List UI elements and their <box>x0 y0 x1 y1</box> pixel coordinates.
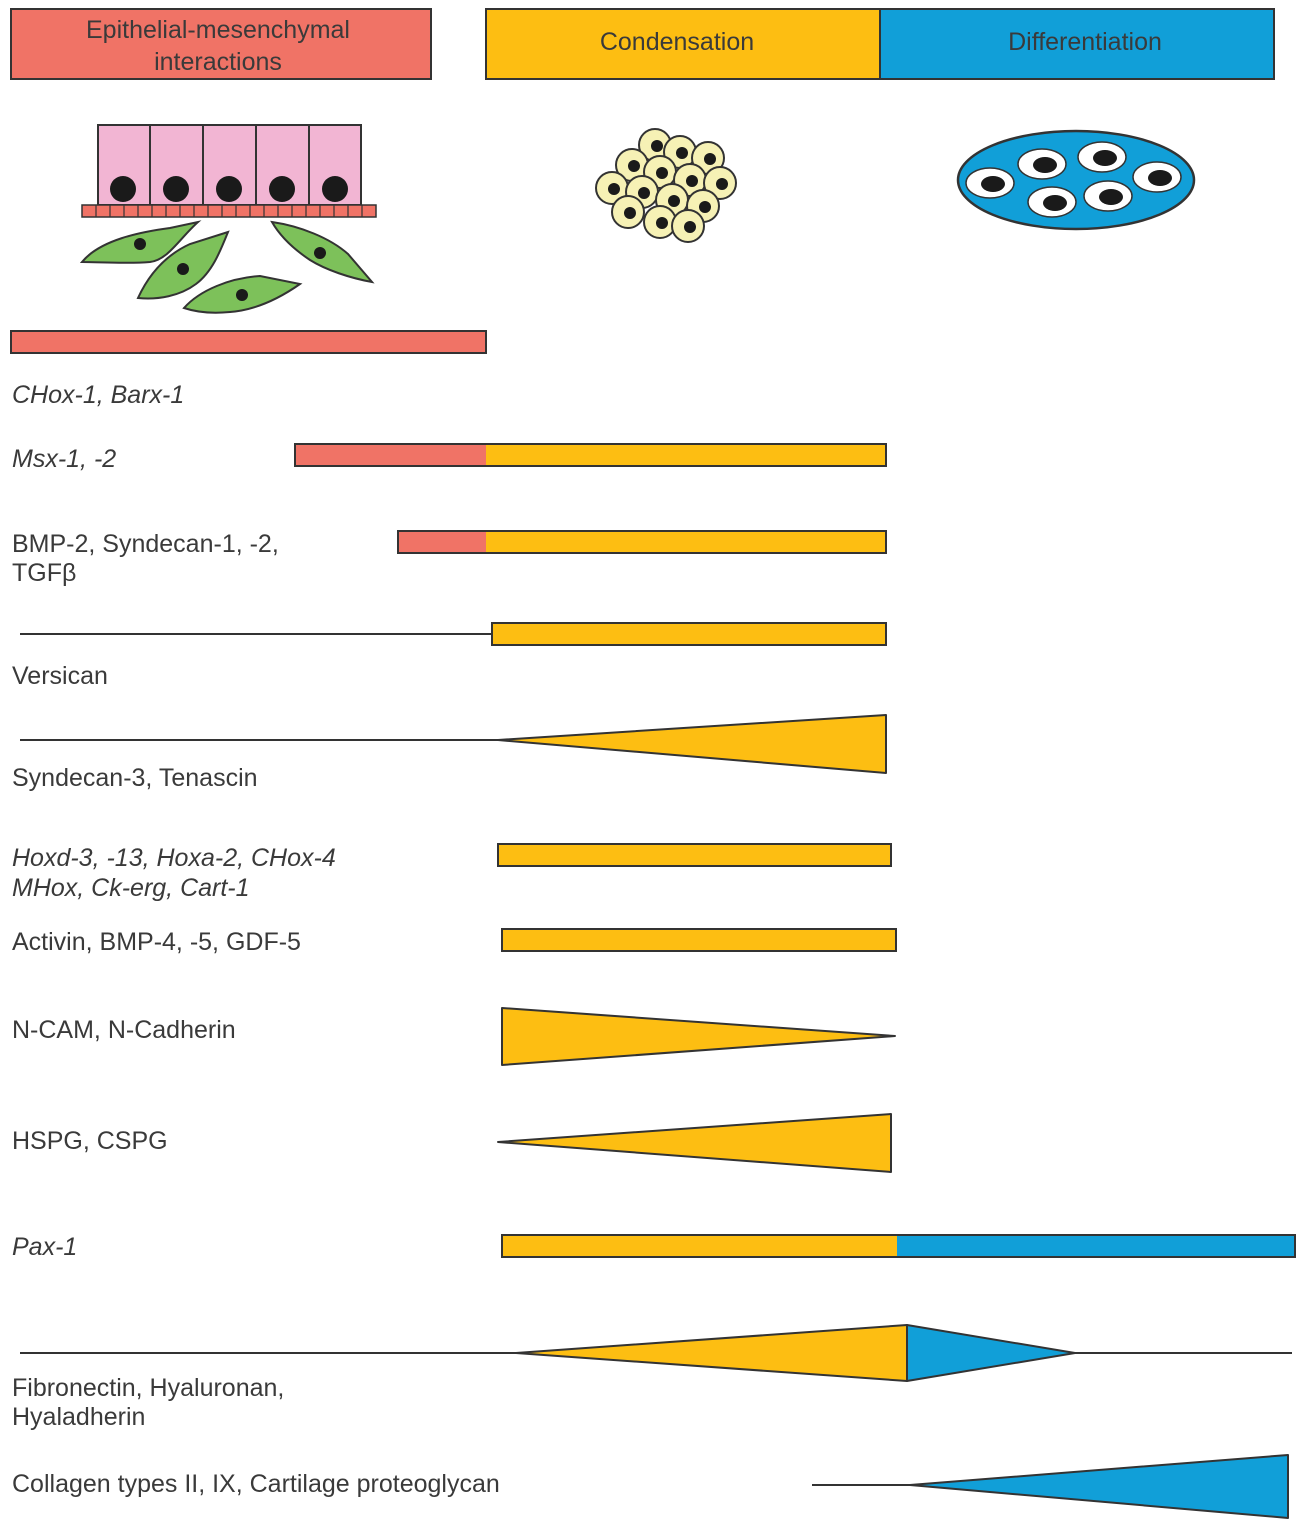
mesenchymal-cells <box>79 220 375 314</box>
expression-wedge <box>497 1113 892 1173</box>
gene-row-hox: Hoxd-3, -13, Hoxa-2, CHox-4 MHox, Ck-erg… <box>12 843 892 902</box>
expression-bar <box>501 928 897 952</box>
expression-wedge <box>909 1454 1289 1519</box>
gene-row-hspg: HSPG, CSPG <box>12 1113 892 1173</box>
differentiated-chondrocytes-icon <box>956 129 1196 231</box>
gene-label-line2: TGFβ <box>12 559 76 587</box>
expression-bar-epithelial <box>398 531 486 553</box>
basement-membrane <box>81 204 377 218</box>
phase-bar-differentiation <box>879 8 1275 80</box>
gene-row-syndecan3: Syndecan-3, Tenascin <box>12 714 887 792</box>
condensed-cell-cluster-icon <box>595 128 737 243</box>
phase-label-differentiation: Differentiation <box>1008 28 1162 56</box>
gene-label: HSPG, CSPG <box>12 1127 168 1155</box>
gene-label-line1: BMP-2, Syndecan-1, -2, <box>12 530 279 558</box>
epithelial-mesenchymal-cells-icon <box>79 124 377 314</box>
epithelial-cell-row <box>97 124 362 206</box>
gene-row-chox1: CHox-1, Barx-1 <box>10 330 487 409</box>
gene-label: Versican <box>12 662 108 690</box>
gene-label: Activin, BMP-4, -5, GDF-5 <box>12 928 301 956</box>
gene-row-bmp2: BMP-2, Syndecan-1, -2, TGFβ <box>12 530 887 587</box>
phase-bar-epithelial <box>10 8 432 80</box>
expression-bar <box>491 622 887 646</box>
expression-bar-condensation <box>486 531 886 553</box>
gene-label-line2: Hyaladherin <box>12 1403 145 1431</box>
phase-label-epithelial-line1: Epithelial-mesenchymal <box>86 16 350 44</box>
gene-row-versican: Versican <box>12 622 887 690</box>
gene-label: Collagen types II, IX, Cartilage proteog… <box>12 1470 500 1498</box>
gene-label: CHox-1, Barx-1 <box>12 381 184 409</box>
expression-wedge-condensation <box>515 1324 908 1382</box>
expression-bar <box>497 843 892 867</box>
expression-bar-condensation <box>502 1235 897 1257</box>
expression-bar-epithelial <box>295 444 486 466</box>
gene-label-line1: Fibronectin, Hyaluronan, <box>12 1374 284 1402</box>
expression-wedge <box>497 714 887 774</box>
gene-row-msx: Msx-1, -2 <box>12 443 887 473</box>
gene-row-ncam: N-CAM, N-Cadherin <box>12 1007 896 1066</box>
gene-row-collagen: Collagen types II, IX, Cartilage proteog… <box>12 1454 1289 1519</box>
phase-bar-condensation <box>485 8 881 80</box>
gene-label: Syndecan-3, Tenascin <box>12 764 258 792</box>
gene-label-line1: Hoxd-3, -13, Hoxa-2, CHox-4 <box>12 844 336 872</box>
expression-bar-condensation <box>486 444 886 466</box>
expression-wedge-differentiation <box>906 1324 1076 1382</box>
phase-label-epithelial-line2: interactions <box>154 48 282 76</box>
gene-label: N-CAM, N-Cadherin <box>12 1016 236 1044</box>
gene-row-fibronectin: Fibronectin, Hyaluronan, Hyaladherin <box>12 1324 1292 1431</box>
phase-header: Epithelial-mesenchymal interactions Cond… <box>10 8 1275 80</box>
gene-row-pax1: Pax-1 <box>12 1233 1296 1261</box>
expression-bar-differentiation <box>897 1235 1295 1257</box>
gene-label: Pax-1 <box>12 1233 77 1261</box>
expression-wedge <box>501 1007 896 1066</box>
expression-bar <box>10 330 487 354</box>
gene-label-line2: MHox, Ck-erg, Cart-1 <box>12 874 250 902</box>
phase-label-condensation: Condensation <box>600 28 754 56</box>
gene-row-activin: Activin, BMP-4, -5, GDF-5 <box>12 928 897 956</box>
gene-label: Msx-1, -2 <box>12 445 116 473</box>
